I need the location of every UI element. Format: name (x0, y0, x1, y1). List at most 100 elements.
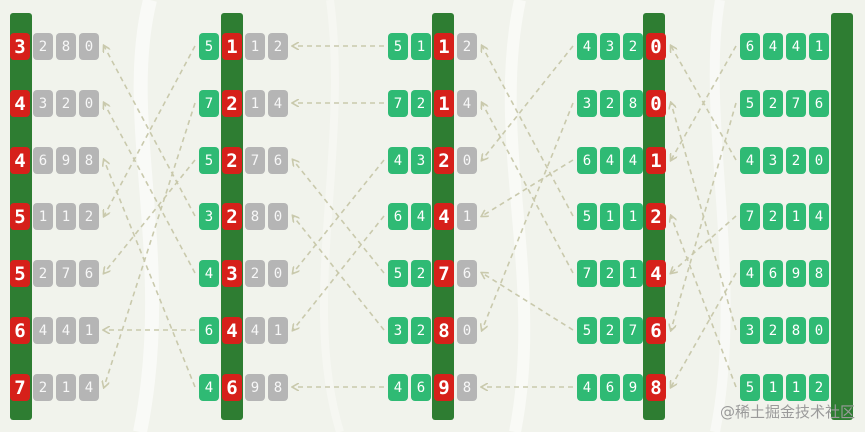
digit-cell: 3 (388, 317, 408, 344)
digit-cell: 4 (245, 317, 265, 344)
digit-cell: 7 (199, 90, 219, 117)
digit-cell: 4 (457, 90, 477, 117)
digit-cell: 2 (763, 90, 783, 117)
digit-cell: 1 (268, 317, 288, 344)
digit-cell: 2 (600, 260, 620, 287)
digit-cell: 2 (268, 33, 288, 60)
digit-cell: 0 (457, 317, 477, 344)
digit-cell: 6 (388, 203, 408, 230)
active-digit-cell: 2 (222, 90, 242, 117)
digit-cell: 4 (33, 317, 53, 344)
active-digit-cell: 2 (222, 147, 242, 174)
digit-cell: 6 (199, 317, 219, 344)
active-digit-cell: 3 (222, 260, 242, 287)
digit-cell: 2 (411, 90, 431, 117)
digit-cell: 5 (577, 203, 597, 230)
digit-cell: 1 (457, 203, 477, 230)
watermark-text: @稀土掘金技术社区 (719, 403, 855, 421)
digit-cell: 7 (56, 260, 76, 287)
digit-cell: 4 (623, 147, 643, 174)
digit-cell: 4 (809, 203, 829, 230)
active-digit-cell: 0 (646, 33, 666, 60)
digit-cell: 2 (763, 317, 783, 344)
digit-cell: 4 (268, 90, 288, 117)
active-digit-cell: 5 (10, 260, 30, 287)
digit-cell: 4 (577, 374, 597, 401)
digit-cell: 6 (33, 147, 53, 174)
digit-cell: 6 (268, 147, 288, 174)
digit-cell: 2 (79, 203, 99, 230)
digit-cell: 9 (786, 260, 806, 287)
digit-cell: 3 (33, 90, 53, 117)
digit-cell: 4 (740, 260, 760, 287)
digit-cell: 1 (56, 374, 76, 401)
digit-cell: 0 (809, 317, 829, 344)
digit-cell: 4 (740, 147, 760, 174)
digit-cell: 9 (245, 374, 265, 401)
digit-cell: 8 (56, 33, 76, 60)
active-digit-cell: 2 (222, 203, 242, 230)
digit-cell: 7 (577, 260, 597, 287)
active-digit-cell: 2 (646, 203, 666, 230)
active-digit-cell: 4 (10, 147, 30, 174)
digit-cell: 4 (79, 374, 99, 401)
digit-cell: 4 (786, 33, 806, 60)
digit-cell: 0 (268, 203, 288, 230)
digit-cell: 4 (199, 260, 219, 287)
digit-cell: 8 (623, 90, 643, 117)
digit-cell: 7 (786, 90, 806, 117)
digit-cell: 8 (457, 374, 477, 401)
digit-cell: 0 (457, 147, 477, 174)
digit-cell: 5 (740, 90, 760, 117)
bucket-bar (831, 13, 853, 420)
active-digit-cell: 4 (434, 203, 454, 230)
digit-cell: 7 (623, 317, 643, 344)
digit-cell: 7 (388, 90, 408, 117)
digit-cell: 5 (388, 260, 408, 287)
active-digit-cell: 4 (10, 90, 30, 117)
digit-cell: 2 (600, 90, 620, 117)
digit-cell: 4 (600, 147, 620, 174)
active-digit-cell: 5 (10, 203, 30, 230)
active-digit-cell: 9 (434, 374, 454, 401)
digit-cell: 6 (577, 147, 597, 174)
digit-cell: 1 (79, 317, 99, 344)
digit-cell: 1 (809, 33, 829, 60)
active-digit-cell: 0 (646, 90, 666, 117)
digit-cell: 4 (763, 33, 783, 60)
active-digit-cell: 1 (646, 147, 666, 174)
digit-cell: 5 (199, 147, 219, 174)
active-digit-cell: 4 (646, 260, 666, 287)
digit-cell: 6 (809, 90, 829, 117)
digit-cell: 7 (245, 147, 265, 174)
active-digit-cell: 1 (434, 33, 454, 60)
digit-cell: 7 (740, 203, 760, 230)
digit-cell: 2 (33, 374, 53, 401)
digit-cell: 2 (33, 260, 53, 287)
digit-cell: 0 (809, 147, 829, 174)
active-digit-cell: 2 (434, 147, 454, 174)
active-digit-cell: 8 (646, 374, 666, 401)
digit-cell: 3 (740, 317, 760, 344)
active-digit-cell: 8 (434, 317, 454, 344)
digit-cell: 1 (623, 203, 643, 230)
digit-cell: 2 (56, 90, 76, 117)
active-digit-cell: 6 (10, 317, 30, 344)
digit-cell: 3 (600, 33, 620, 60)
digit-cell: 0 (79, 33, 99, 60)
digit-cell: 1 (56, 203, 76, 230)
active-digit-cell: 7 (10, 374, 30, 401)
digit-cell: 2 (245, 260, 265, 287)
digit-cell: 2 (623, 33, 643, 60)
active-digit-cell: 6 (222, 374, 242, 401)
digit-cell: 3 (199, 203, 219, 230)
digit-cell: 8 (268, 374, 288, 401)
digit-cell: 2 (33, 33, 53, 60)
digit-cell: 3 (763, 147, 783, 174)
digit-cell: 0 (268, 260, 288, 287)
digit-cell: 4 (56, 317, 76, 344)
digit-cell: 5 (199, 33, 219, 60)
digit-cell: 1 (786, 374, 806, 401)
digit-cell: 8 (245, 203, 265, 230)
digit-cell: 1 (786, 203, 806, 230)
